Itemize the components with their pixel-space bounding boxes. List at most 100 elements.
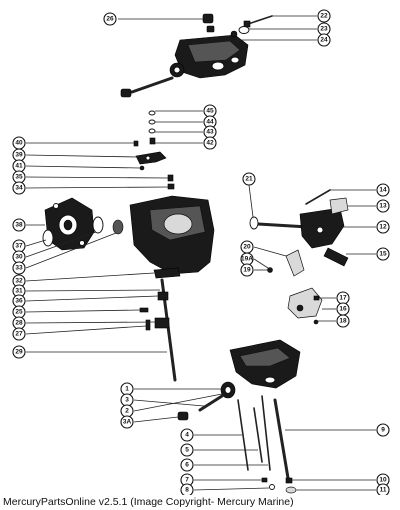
svg-text:45: 45	[206, 108, 214, 115]
callout-20[interactable]: 20	[240, 240, 254, 254]
svg-text:35: 35	[15, 174, 23, 181]
svg-text:31: 31	[15, 288, 23, 295]
callout-3[interactable]: 3	[120, 393, 134, 407]
pin-14	[305, 189, 331, 205]
pin-25	[139, 307, 149, 313]
svg-text:33: 33	[15, 265, 23, 272]
callout-35[interactable]: 35	[12, 170, 26, 184]
callout-19[interactable]: 19	[240, 263, 254, 277]
callout-34[interactable]: 34	[12, 181, 26, 195]
callout-19a[interactable]: 19A	[240, 252, 254, 266]
pin-41	[139, 165, 145, 171]
nut-34	[167, 183, 175, 190]
svg-text:42: 42	[206, 140, 214, 147]
top-swivel-bracket	[169, 34, 249, 79]
top-bushing-26	[202, 13, 215, 33]
callout-40[interactable]: 40	[12, 136, 26, 150]
svg-text:3: 3	[125, 397, 129, 404]
svg-text:29: 29	[15, 349, 23, 356]
callout-24[interactable]: 24	[317, 33, 331, 47]
callout-27[interactable]: 27	[12, 327, 26, 341]
callout-45[interactable]: 45	[203, 104, 217, 118]
svg-text:10: 10	[379, 477, 387, 484]
swivel-bracket-housing	[129, 195, 215, 275]
callout-37[interactable]: 37	[12, 239, 26, 253]
svg-text:19A: 19A	[241, 256, 253, 263]
svg-text:11: 11	[380, 487, 387, 494]
bushing-3a	[177, 411, 189, 421]
callout-26[interactable]: 26	[103, 12, 117, 26]
callout-3a[interactable]: 3A	[120, 415, 134, 429]
svg-text:40: 40	[15, 140, 23, 147]
svg-text:7: 7	[185, 477, 189, 484]
svg-text:6: 6	[185, 462, 189, 469]
lever-15	[323, 247, 349, 267]
svg-text:36: 36	[15, 298, 23, 305]
callout-16[interactable]: 16	[336, 302, 350, 316]
callout-28[interactable]: 28	[12, 316, 26, 330]
svg-text:9: 9	[381, 427, 385, 434]
callout-1[interactable]: 1	[120, 382, 134, 396]
svg-text:32: 32	[15, 278, 23, 285]
svg-text:27: 27	[15, 331, 23, 338]
svg-text:38: 38	[15, 222, 23, 229]
callout-14[interactable]: 14	[376, 183, 390, 197]
callout-9[interactable]: 9	[376, 423, 390, 437]
callout-41[interactable]: 41	[12, 159, 26, 173]
copyright-caption: MercuryPartsOnline v2.5.1 (Image Copyrig…	[3, 496, 294, 508]
callout-21[interactable]: 21	[242, 172, 256, 186]
callout-2[interactable]: 2	[120, 404, 134, 418]
callout-12[interactable]: 12	[376, 220, 390, 234]
clamp-bracket-1	[220, 339, 301, 399]
top-pin-shaft	[120, 76, 174, 98]
clamp-lever-39	[135, 151, 167, 165]
callout-18[interactable]: 18	[336, 314, 350, 328]
callout-22[interactable]: 22	[317, 9, 331, 23]
callout-33[interactable]: 33	[12, 261, 26, 275]
callout-13[interactable]: 13	[376, 199, 390, 213]
screw-40	[133, 140, 139, 147]
callout-42[interactable]: 42	[203, 136, 217, 150]
callout-43[interactable]: 43	[203, 125, 217, 139]
callout-8[interactable]: 8	[180, 483, 194, 495]
svg-text:17: 17	[339, 295, 347, 302]
washer-30	[92, 216, 104, 234]
callout-17[interactable]: 17	[336, 291, 350, 305]
callout-25[interactable]: 25	[12, 305, 26, 319]
callout-11[interactable]: 11	[376, 483, 390, 495]
svg-text:16: 16	[339, 306, 347, 313]
svg-text:19: 19	[243, 267, 251, 274]
callout-39[interactable]: 39	[12, 148, 26, 162]
svg-text:21: 21	[245, 176, 253, 183]
bolt-35	[167, 174, 174, 182]
callout-15[interactable]: 15	[376, 247, 390, 261]
svg-text:28: 28	[15, 320, 23, 327]
svg-text:24: 24	[320, 37, 328, 44]
callout-6[interactable]: 6	[180, 458, 194, 472]
small-parts-stack	[148, 110, 156, 145]
svg-text:3A: 3A	[123, 419, 132, 426]
exploded-parts-diagram: 26 22 23 24 45 44 43 42 40 39 41 35 34 2…	[12, 9, 390, 495]
svg-text:5: 5	[185, 447, 189, 454]
svg-text:41: 41	[15, 163, 23, 170]
top-washer-23	[238, 26, 250, 34]
washer-11	[285, 486, 297, 494]
callout-5[interactable]: 5	[180, 443, 194, 457]
pivot-bracket-12	[299, 207, 345, 249]
washer-37	[42, 229, 54, 247]
svg-text:34: 34	[15, 185, 23, 192]
callout-4[interactable]: 4	[180, 428, 194, 442]
callout-23[interactable]: 23	[317, 22, 331, 36]
rod-5	[253, 407, 263, 463]
svg-text:37: 37	[15, 243, 23, 250]
tilt-lock-rod-29	[154, 278, 177, 382]
callout-36[interactable]: 36	[12, 294, 26, 308]
tilt-lock-lever-32	[153, 267, 181, 279]
svg-text:39: 39	[15, 152, 23, 159]
callout-38[interactable]: 38	[12, 218, 26, 232]
callout-29[interactable]: 29	[12, 345, 26, 359]
washer-8	[269, 484, 275, 490]
svg-text:30: 30	[15, 254, 23, 261]
rod-4	[237, 399, 249, 471]
callout-30[interactable]: 30	[12, 250, 26, 264]
